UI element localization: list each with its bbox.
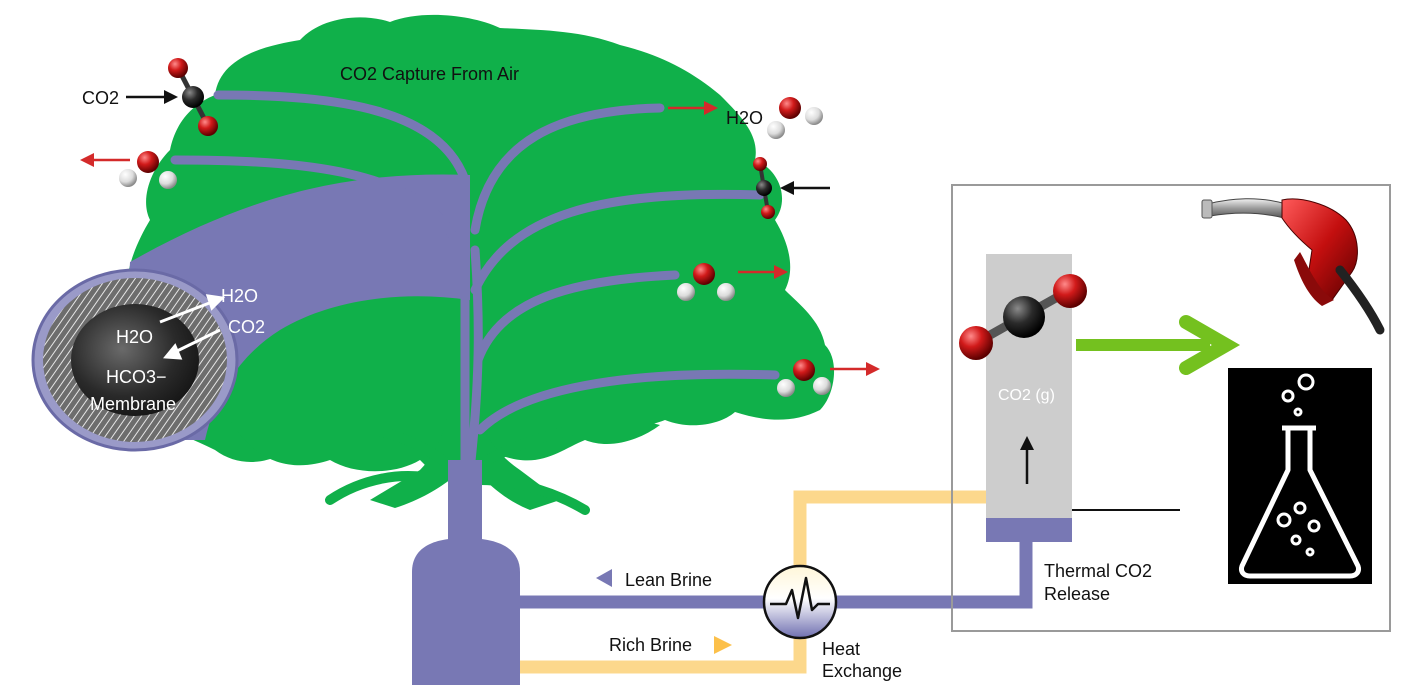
fuel-nozzle-icon [1201, 198, 1385, 335]
purple-trunk [448, 460, 482, 545]
tree-title: CO2 Capture From Air [340, 64, 519, 84]
flask-icon [1228, 368, 1372, 584]
red-out-arrow [738, 265, 788, 279]
tree-branches [315, 422, 645, 515]
co2-input-label: CO2 [82, 88, 119, 108]
rich-brine-pipe [520, 490, 990, 674]
h2o-molecule-icon [119, 151, 177, 189]
release-box [951, 184, 1391, 632]
membrane-cross-section [31, 268, 239, 452]
co2-input-arrow [126, 90, 178, 104]
co2-molecule-icon [168, 58, 218, 136]
output-arrow-icon [1076, 315, 1241, 375]
column-base [986, 518, 1072, 542]
h2o-molecule-icon [677, 263, 735, 301]
rich-brine-label: Rich Brine [609, 635, 692, 655]
purple-branches [170, 90, 780, 545]
h2o-output-label: H2O [726, 108, 763, 128]
co2-gas-label: CO2 (g) [998, 387, 1055, 404]
tree-canopy [125, 14, 835, 462]
purple-tank [412, 538, 520, 685]
membrane-arrows [159, 294, 226, 360]
red-out-arrow [830, 362, 880, 376]
lean-brine-label: Lean Brine [625, 570, 712, 590]
thermal-release-label-2: Release [1044, 584, 1110, 604]
co2-input-arrow [780, 181, 830, 195]
co2-molecule-icon [753, 157, 775, 219]
h2o-molecule-icon [767, 97, 823, 139]
up-arrow-icon [1020, 436, 1034, 484]
membrane-co2-in-label: CO2 [228, 317, 265, 337]
red-out-arrow [668, 101, 718, 115]
thermal-release-label-1: Thermal CO2 [1044, 561, 1152, 581]
co2-molecule-icon [959, 274, 1087, 360]
membrane-label: Membrane [90, 394, 176, 414]
membrane-h2o-in-label: H2O [116, 327, 153, 347]
membrane-h2o-out-label: H2O [221, 286, 258, 306]
rich-brine-arrow-icon [714, 636, 732, 654]
heat-exchange-label-1: Heat [822, 639, 860, 659]
lean-brine-arrow-icon [596, 569, 612, 587]
lean-brine-pipe [520, 540, 1033, 609]
red-out-arrow [80, 153, 130, 167]
heat-exchanger-icon [762, 564, 838, 640]
h2o-molecule-icon [777, 359, 831, 397]
heat-exchange-label-2: Exchange [822, 661, 902, 681]
membrane-hco3-label: HCO3− [106, 367, 167, 387]
